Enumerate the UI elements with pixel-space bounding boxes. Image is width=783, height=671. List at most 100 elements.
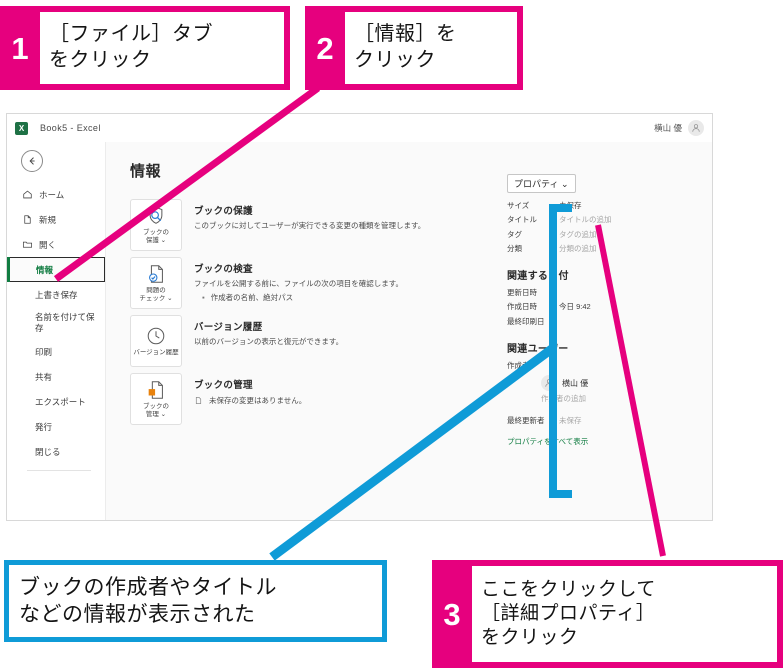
last-modified-by-row: 最終更新者 未保存 (507, 414, 657, 428)
property-row-title[interactable]: タイトル タイトルの追加 (507, 213, 657, 227)
sidebar-item-share[interactable]: 共有 (7, 364, 105, 389)
sidebar-item-label: 印刷 (35, 346, 53, 357)
tile-label: ブックの 保護 ⌄ (143, 229, 169, 244)
sidebar-item-publish[interactable]: 発行 (7, 414, 105, 439)
card-text: ブックの管理 未保存の変更はありません。 (182, 373, 306, 425)
clock-history-icon (145, 325, 167, 347)
new-document-icon (21, 214, 34, 225)
step-text: ここをクリックして ［詳細プロパティ］ をクリック (472, 566, 777, 662)
excel-backstage-window: X Book5 - Excel 横山 優 ホーム (6, 113, 713, 521)
version-history-button[interactable]: バージョン履歴 (130, 315, 182, 367)
property-value[interactable]: 分類の追加 (559, 243, 597, 253)
property-value: 未保存 (559, 416, 582, 425)
card-subline-row: 未保存の変更はありません。 (194, 395, 306, 406)
property-key: 更新日時 (507, 288, 537, 297)
shield-magnifier-icon (145, 205, 167, 227)
person-avatar-icon[interactable] (688, 120, 704, 136)
sidebar-item-print[interactable]: 印刷 (7, 339, 105, 364)
protect-workbook-button[interactable]: ブックの 保護 ⌄ (130, 199, 182, 251)
document-title: Book5 - Excel (40, 123, 101, 133)
date-row-last-printed: 最終印刷日 (507, 315, 657, 329)
card-subline-text: 未保存の変更はありません。 (209, 396, 307, 405)
result-callout: ブックの作成者やタイトル などの情報が表示された (4, 560, 387, 642)
card-bullet: 作成者の名前、絶対パス (194, 292, 403, 303)
sidebar-item-open[interactable]: 開く (7, 232, 105, 257)
add-author-field[interactable]: 作成者の追加 (541, 394, 586, 403)
step-number: 1 (11, 30, 29, 66)
sidebar-item-label: ホーム (39, 189, 65, 200)
property-value: 未保存 (559, 201, 582, 210)
card-title: バージョン履歴 (194, 322, 263, 333)
step-text: ［ファイル］タブ をクリック (40, 12, 284, 84)
backstage-nav: ホーム 新規 開く 情報 上 (7, 142, 105, 520)
property-row-size: サイズ 未保存 (507, 199, 657, 213)
open-folder-icon (21, 239, 34, 250)
page-title: 情報 (130, 163, 162, 180)
date-row-created: 作成日時 今日 9:42 (507, 300, 657, 314)
card-text: ブックの検査 ファイルを公開する前に、ファイルの次の項目を確認します。 作成者の… (182, 257, 403, 309)
sidebar-item-label: エクスポート (35, 396, 86, 407)
back-arrow-icon[interactable] (21, 150, 43, 172)
card-description: このブックに対してユーザーが実行できる変更の種類を管理します。 (194, 221, 426, 230)
show-all-properties-link[interactable]: プロパティをすべて表示 (507, 437, 589, 447)
property-key: タイトル (507, 215, 537, 225)
property-row-categories[interactable]: 分類 分類の追加 (507, 242, 657, 256)
sidebar-item-save-as[interactable]: 名前を付けて保 存 (7, 307, 105, 339)
properties-panel: プロパティ ⌄ サイズ 未保存 タイトル タイトルの追加 タグ タグの追加 (487, 156, 657, 520)
sidebar-item-home[interactable]: ホーム (7, 182, 105, 207)
date-row-modified: 更新日時 (507, 286, 657, 300)
card-title: ブックの検査 (194, 264, 253, 275)
step-number: 2 (316, 30, 334, 66)
document-check-icon (145, 263, 167, 285)
sidebar-item-export[interactable]: エクスポート (7, 389, 105, 414)
sidebar-item-label: 情報 (36, 264, 54, 275)
sidebar-item-label: 共有 (35, 371, 53, 382)
account-area[interactable]: 横山 優 (654, 120, 704, 136)
property-key: 作成日時 (507, 302, 537, 312)
property-value[interactable]: タグの追加 (559, 229, 597, 239)
author-entry[interactable]: 横山 優 (541, 375, 657, 391)
result-callout-text: ブックの作成者やタイトル などの情報が表示された (19, 575, 277, 626)
card-text: バージョン履歴 以前のバージョンの表示と復元ができます。 (182, 315, 343, 367)
sidebar-item-info[interactable]: 情報 (7, 257, 105, 282)
card-text: ブックの保護 このブックに対してユーザーが実行できる変更の種類を管理します。 (182, 199, 425, 251)
step-callout-3: 3 ここをクリックして ［詳細プロパティ］ をクリック (432, 560, 783, 668)
info-card-manage-workbook: ブックの 管理 ⌄ ブックの管理 未保存の変更はありません。 (122, 373, 487, 425)
tile-label: ブックの 管理 ⌄ (143, 403, 169, 418)
sidebar-item-save[interactable]: 上書き保存 (7, 282, 105, 307)
sidebar-item-new[interactable]: 新規 (7, 207, 105, 232)
person-avatar-icon (541, 375, 557, 391)
card-description: ファイルを公開する前に、ファイルの次の項目を確認します。 (194, 279, 404, 288)
info-cards-column: 情報 ブックの 保護 ⌄ (122, 156, 487, 520)
property-key: 分類 (507, 243, 522, 253)
check-issues-button[interactable]: 問題の チェック ⌄ (130, 257, 182, 309)
manage-workbook-button[interactable]: ブックの 管理 ⌄ (130, 373, 182, 425)
info-card-inspect-workbook: 問題の チェック ⌄ ブックの検査 ファイルを公開する前に、ファイルの次の項目を… (122, 257, 487, 309)
property-key: 最終印刷日 (507, 316, 545, 326)
related-people-heading: 関連ユーザー (507, 343, 569, 355)
property-row-tags[interactable]: タグ タグの追加 (507, 228, 657, 242)
step-callout-2: 2 ［情報］を クリック (305, 6, 523, 90)
properties-dropdown-button[interactable]: プロパティ ⌄ (507, 174, 576, 193)
unsaved-file-icon (194, 396, 203, 405)
property-value: 今日 9:42 (559, 302, 591, 312)
card-description: 以前のバージョンの表示と復元ができます。 (194, 337, 344, 346)
sidebar-item-close[interactable]: 閉じる (7, 439, 105, 464)
backstage-content: 情報 ブックの 保護 ⌄ (105, 142, 712, 520)
sidebar-item-label: 開く (39, 239, 57, 250)
property-key: 作成者 (507, 360, 530, 370)
sidebar-item-label: 新規 (39, 214, 57, 225)
sidebar-item-label: 名前を付けて保 存 (35, 312, 95, 333)
sidebar-item-label: 上書き保存 (35, 289, 78, 300)
tile-label: 問題の チェック ⌄ (139, 287, 173, 302)
excel-titlebar: X Book5 - Excel 横山 優 (7, 114, 712, 142)
excel-logo-icon: X (15, 121, 28, 135)
property-value[interactable]: タイトルの追加 (559, 215, 612, 225)
sidebar-item-label: 閉じる (35, 446, 61, 457)
account-name: 横山 優 (654, 123, 682, 133)
author-row: 作成者 (507, 359, 657, 373)
nav-divider (27, 470, 91, 471)
card-title: ブックの保護 (194, 206, 253, 217)
step-callout-1: 1 ［ファイル］タブ をクリック (0, 6, 290, 90)
